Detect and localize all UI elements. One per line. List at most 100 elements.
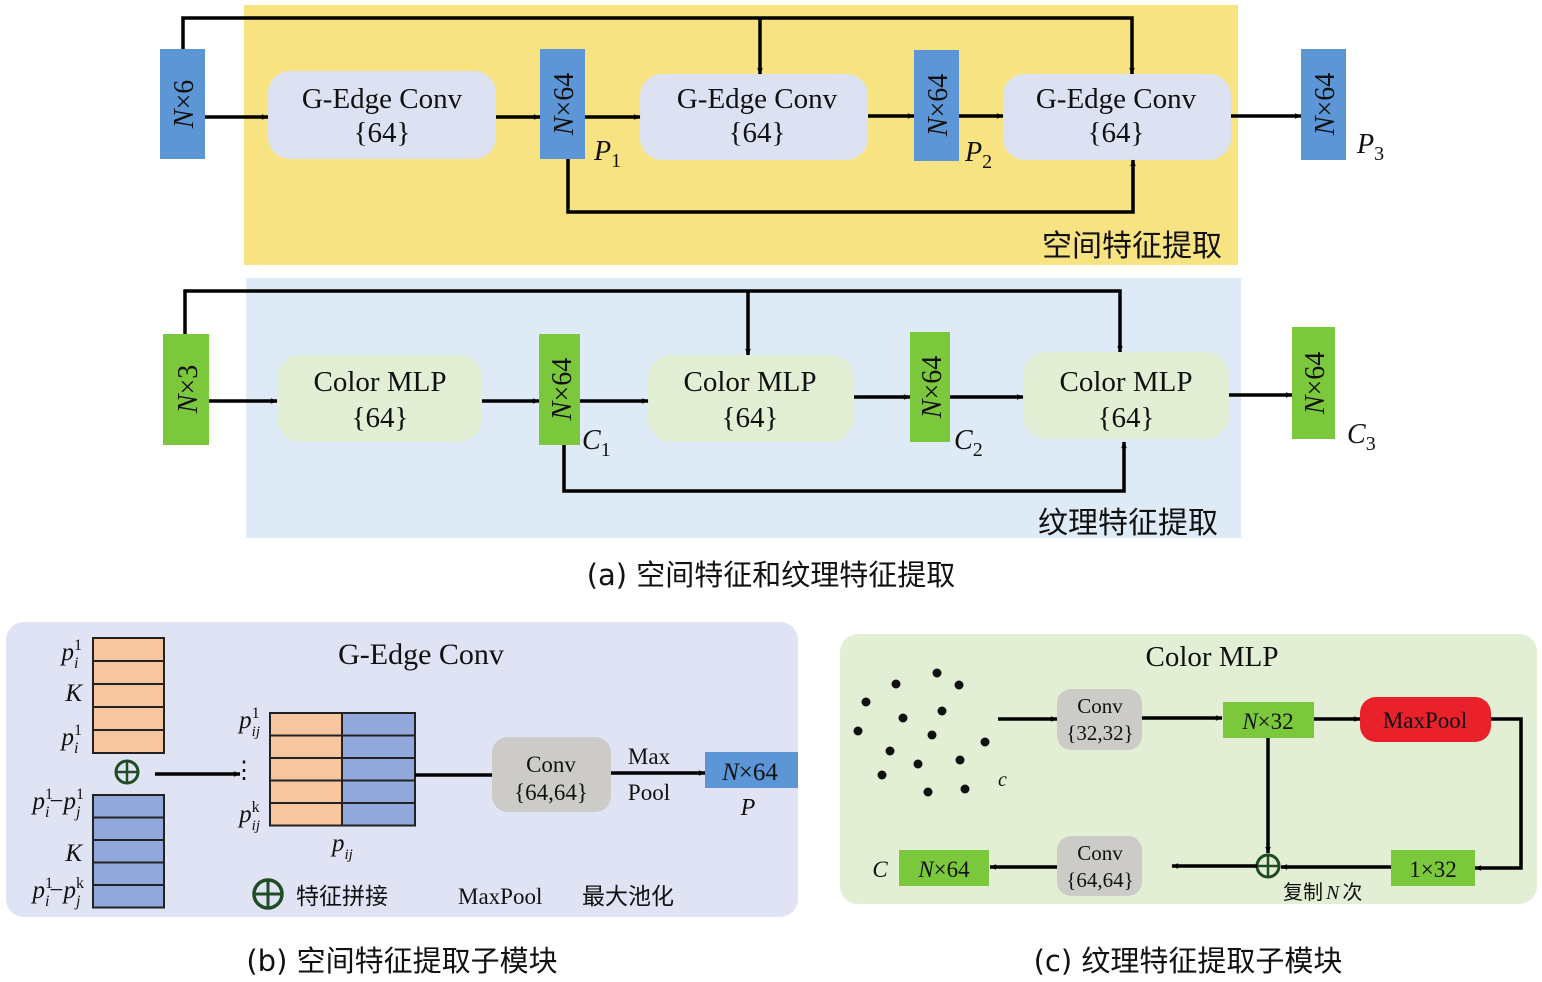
svg-text:Conv: Conv: [1077, 841, 1123, 865]
svg-text:N×64: N×64: [917, 857, 970, 882]
svg-text:N×64: N×64: [923, 74, 954, 137]
svg-text:{32,32}: {32,32}: [1066, 721, 1133, 745]
matrix-cell: [341, 712, 416, 737]
svg-text:{64,64}: {64,64}: [514, 780, 588, 805]
svg-text:{64,64}: {64,64}: [1066, 868, 1133, 892]
input-tensor-nx6-label: N×6: [169, 80, 200, 129]
svg-text:p1i−pkj: p1i−pkj: [30, 875, 84, 910]
color-point-cloud: [853, 668, 990, 797]
svg-text:P3: P3: [1356, 129, 1384, 165]
svg-text:Conv: Conv: [1077, 694, 1123, 718]
input-tensor-nx3: [163, 334, 209, 445]
output-tensor-p3: N×64 P3: [1301, 49, 1384, 165]
svg-text:Conv: Conv: [526, 752, 576, 777]
block-param: {64}: [352, 402, 409, 434]
block-param: {64}: [1098, 402, 1155, 434]
svg-text:K: K: [64, 680, 83, 707]
caption-c: (c) 纹理特征提取子模块: [1034, 944, 1343, 978]
spatial-region-label: 空间特征提取: [1042, 229, 1222, 264]
concat-icon: [252, 878, 284, 910]
svg-text:C1: C1: [582, 425, 611, 461]
output-tensor-c2: N×64 C2: [910, 332, 983, 461]
point: [960, 784, 970, 794]
svg-text:C3: C3: [1347, 419, 1376, 455]
maxpool-block: MaxPool: [1360, 697, 1491, 742]
output-tensor-c3: N×64 C3: [1292, 327, 1376, 455]
svg-text:P2: P2: [964, 137, 992, 173]
block-name: Color MLP: [684, 366, 817, 398]
panel-c-title: Color MLP: [1146, 641, 1279, 673]
legend-concat: 特征拼接: [252, 878, 388, 910]
block-param: {64}: [1088, 117, 1145, 149]
block-name: Color MLP: [314, 366, 447, 398]
matrix-cell: [269, 802, 343, 827]
block-name: Color MLP: [1060, 366, 1193, 398]
spatial-feature-extraction: 空间特征提取 N×6 G-Edge Conv {64} G-Edge Conv …: [160, 5, 1384, 265]
stack-cell: [92, 839, 165, 864]
svg-text:p1i: p1i: [60, 637, 83, 672]
texture-feature-extraction: 纹理特征提取 N×3 Color MLP {64} Color MLP {64}…: [163, 278, 1376, 541]
stack-cell: [92, 861, 165, 886]
point: [861, 697, 871, 707]
legend-maxpool: MaxPool 最大池化: [458, 884, 674, 910]
svg-text:p1i: p1i: [60, 722, 83, 757]
point-cloud-label: c: [998, 769, 1007, 791]
stack-cell: [92, 816, 165, 841]
point: [898, 713, 908, 723]
point: [891, 679, 901, 689]
block-name: G-Edge Conv: [302, 83, 463, 115]
point: [954, 680, 964, 690]
texture-connections: [183, 289, 1293, 493]
point: [937, 706, 947, 716]
edge-feature-stack: [92, 794, 165, 909]
caption-a: (a) 空间特征和纹理特征提取: [587, 558, 956, 592]
matrix-cell: [269, 779, 343, 804]
svg-text:最大池化: 最大池化: [582, 884, 674, 910]
svg-text:N×64: N×64: [549, 73, 580, 136]
svg-text:C: C: [872, 857, 888, 882]
svg-text:N×64: N×64: [721, 759, 778, 786]
neighbor-feature-stack: [92, 637, 165, 754]
tensor-nx32: N×32: [1223, 702, 1314, 738]
conv-block-64-64: Conv {64,64}: [1057, 836, 1142, 896]
point: [932, 668, 942, 678]
svg-text:N×32: N×32: [1241, 709, 1293, 734]
block-param: {64}: [354, 117, 411, 149]
concat-icon: [1255, 853, 1281, 879]
input-tensor-nx3-label: N×3: [173, 365, 204, 414]
block-name: G-Edge Conv: [677, 83, 838, 115]
stack-cell: [92, 637, 165, 662]
stack-cell: [92, 884, 165, 909]
output-tensor-c1: N×64 C1: [539, 334, 611, 461]
stack-cell: [92, 660, 165, 685]
svg-text:N×64: N×64: [1300, 352, 1331, 415]
input-tensor-nx6: [160, 49, 205, 159]
color-mlp-block-1: Color MLP {64}: [277, 355, 482, 442]
stack-cell: [92, 706, 165, 731]
point: [927, 730, 937, 740]
spatial-connections: [181, 16, 1302, 214]
svg-text:N×64: N×64: [917, 356, 948, 419]
point: [923, 787, 933, 797]
block-name: G-Edge Conv: [1036, 83, 1197, 115]
maxpool-to-global-arrow: [1474, 717, 1523, 871]
block-param: {64}: [722, 402, 779, 434]
edge-feature-matrix: [269, 712, 416, 827]
texture-region-label: 纹理特征提取: [1038, 506, 1218, 541]
caption-b: (b) 空间特征提取子模块: [246, 944, 557, 978]
g-edge-conv-block-1: G-Edge Conv {64}: [268, 71, 496, 159]
stack-cell: [92, 683, 165, 708]
maxpool-label-top: Max: [628, 744, 671, 769]
svg-text:C2: C2: [954, 425, 983, 461]
svg-text:MaxPool: MaxPool: [458, 884, 542, 909]
matrix-cell: [341, 734, 416, 759]
output-tensor-c: N×64 C: [872, 850, 989, 886]
matrix-cell: [341, 779, 416, 804]
point: [955, 755, 965, 765]
